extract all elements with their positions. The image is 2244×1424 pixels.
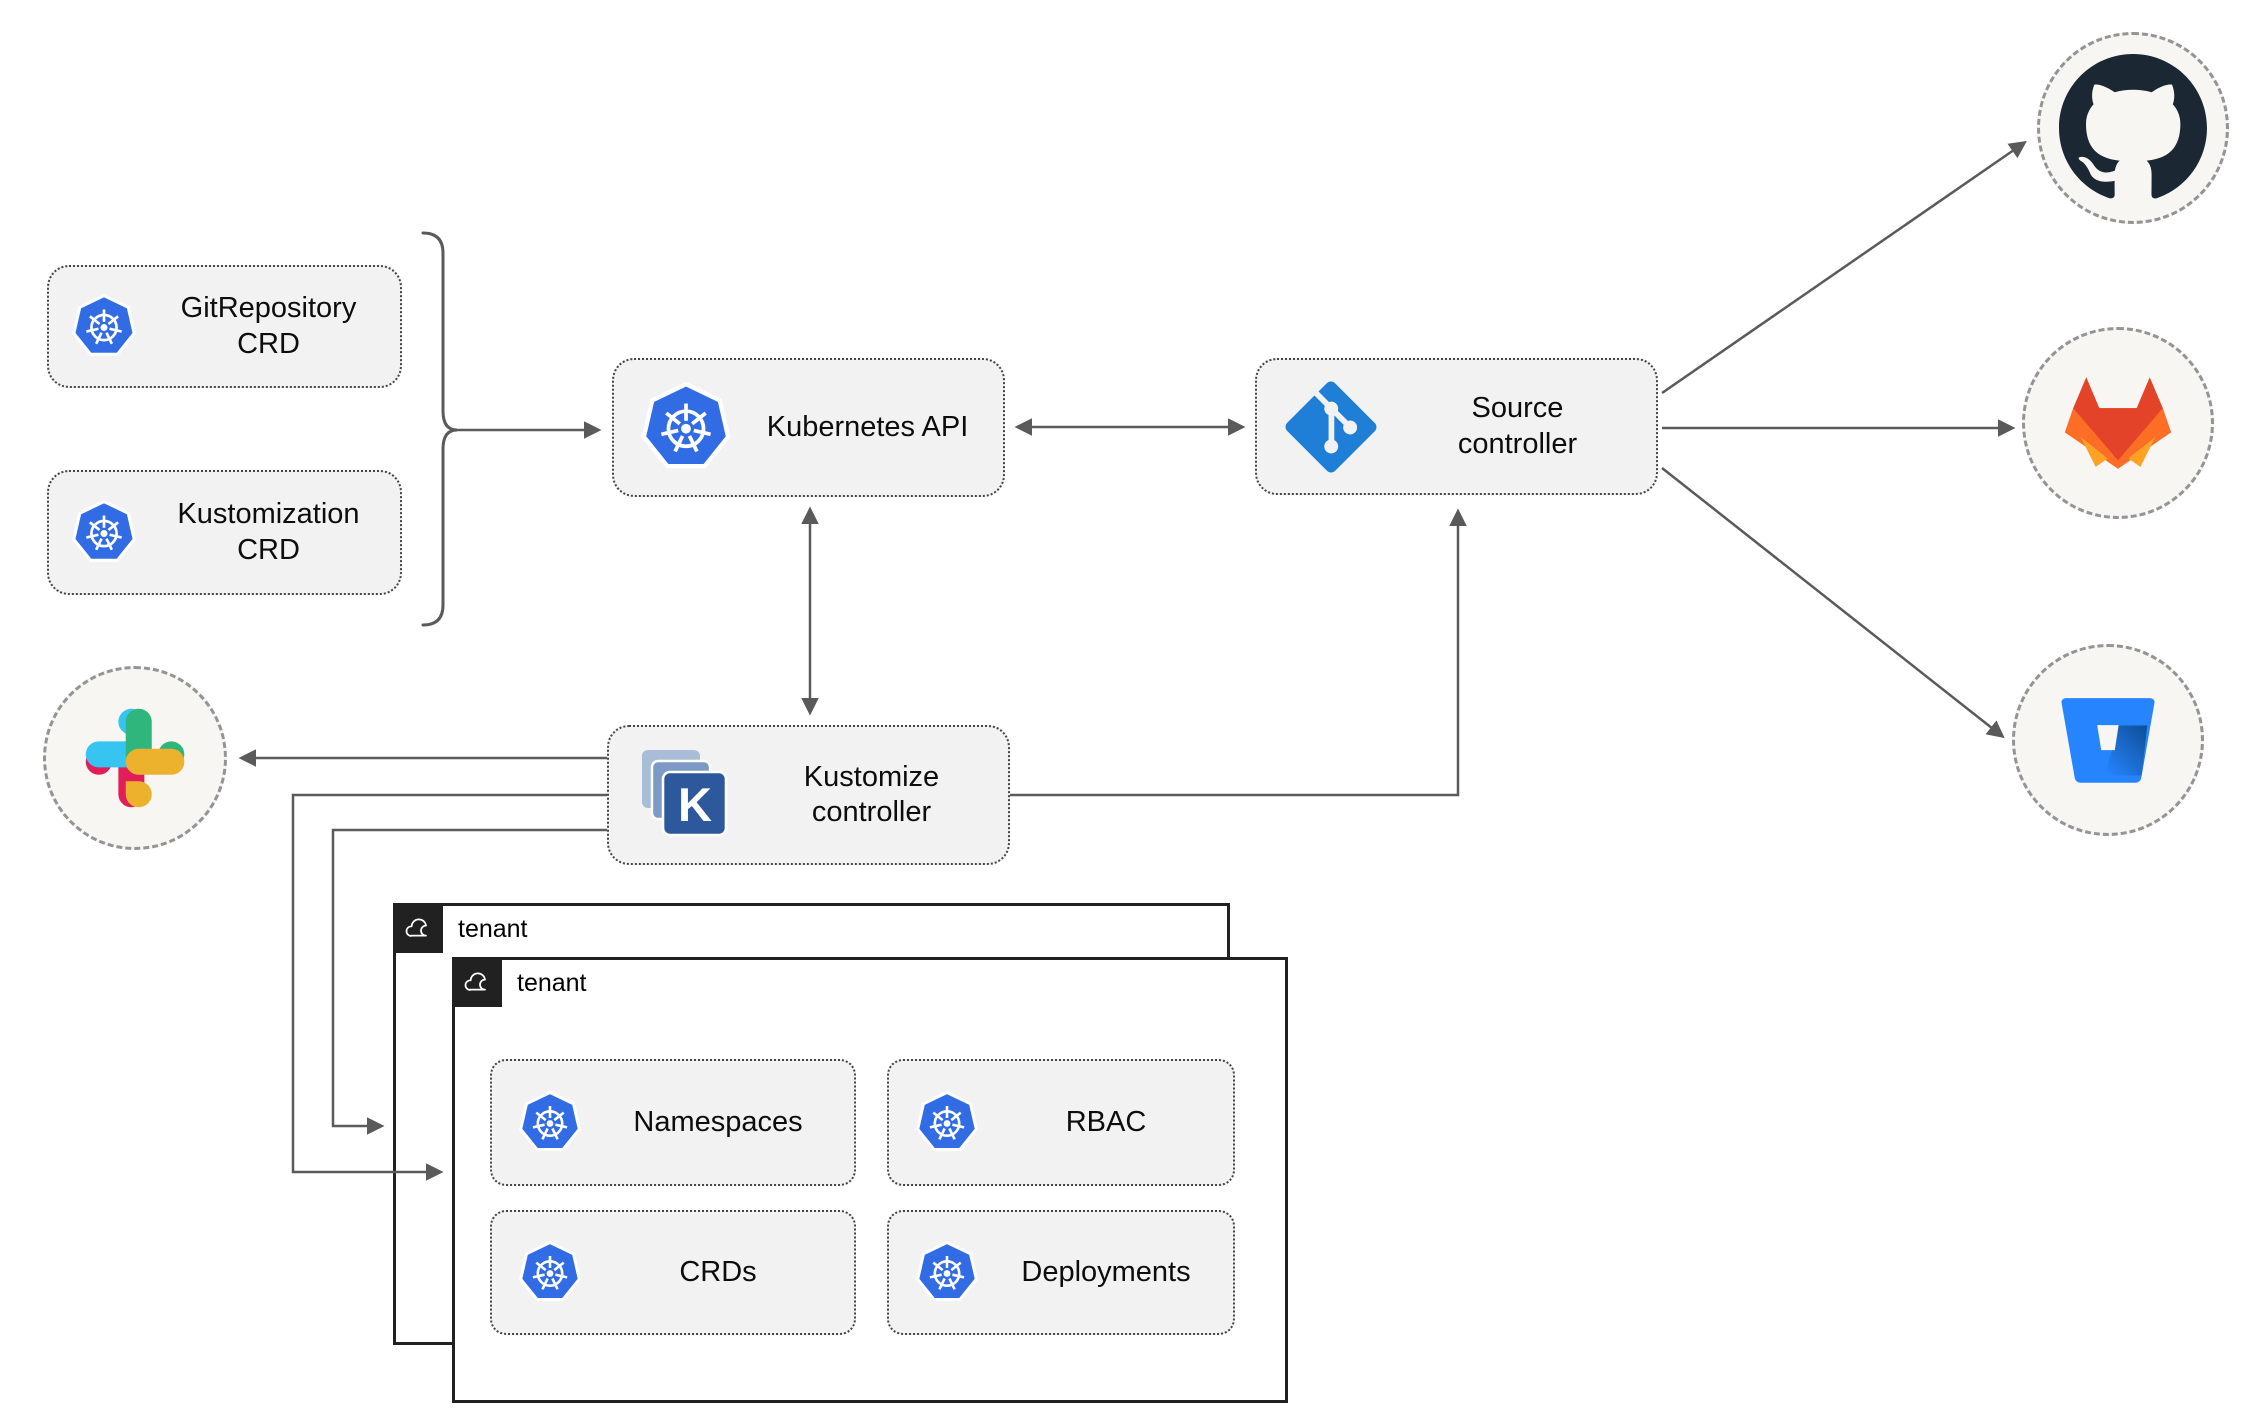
node-label-text: GitRepository CRD (180, 292, 357, 360)
kubernetes-icon (518, 1241, 582, 1305)
node-label: Kustomization CRD (137, 497, 400, 568)
kubernetes-icon (915, 1091, 979, 1155)
tenant-container-front: tenant Namespaces RBAC CRDs Deployments (452, 957, 1288, 1403)
node-label: CRDs (679, 1256, 757, 1288)
node-crds: CRDs (490, 1210, 856, 1335)
git-icon (1283, 379, 1379, 475)
cloud-icon (452, 957, 502, 1007)
node-label: Namespaces (633, 1106, 803, 1138)
kustomize-icon: K (635, 745, 735, 845)
node-label-text: Kustomization CRD (177, 498, 360, 566)
node-label-text: Source controller (1457, 392, 1578, 460)
node-kustomize-controller: K Kustomize controller (607, 725, 1010, 865)
kustomize-icon-letter: K (678, 778, 712, 831)
node-deployments: Deployments (887, 1210, 1235, 1335)
bitbucket-node (2012, 644, 2204, 836)
node-source-controller: Source controller (1255, 358, 1658, 495)
kubernetes-icon (640, 382, 732, 474)
tenant-label: tenant (458, 915, 528, 943)
node-namespaces: Namespaces (490, 1059, 856, 1186)
kubernetes-icon (518, 1091, 582, 1155)
node-kubernetes-api: Kubernetes API (612, 358, 1005, 497)
crd-group-bracket (421, 231, 458, 627)
node-kustomization-crd: Kustomization CRD (47, 470, 402, 595)
kubernetes-icon (71, 500, 137, 566)
edge-source-controller-bitbucket (1661, 467, 2005, 739)
edge-kustomize-controller-source-controller (1010, 508, 1467, 797)
edge-source-controller-github (1661, 141, 2027, 395)
github-node (2037, 32, 2229, 224)
node-label: Kubernetes API (732, 410, 1003, 445)
kubernetes-icon (71, 294, 137, 360)
slack-node (43, 666, 227, 850)
node-label: Deployments (1021, 1256, 1191, 1288)
gitlab-node (2022, 327, 2214, 519)
kubernetes-icon (915, 1241, 979, 1305)
node-label: GitRepository CRD (137, 291, 400, 362)
node-label-text: Kustomize controller (803, 760, 940, 828)
node-label: RBAC (1065, 1106, 1147, 1138)
node-label: Kustomize controller (735, 760, 1008, 831)
gitlab-icon (2062, 374, 2174, 472)
node-label: Source controller (1379, 391, 1656, 462)
node-rbac: RBAC (887, 1059, 1235, 1186)
tenant-label: tenant (517, 969, 587, 997)
node-gitrepository-crd: GitRepository CRD (47, 265, 402, 388)
node-label-text: Kubernetes API (766, 410, 969, 443)
cloud-icon (393, 903, 443, 953)
slack-icon (83, 706, 187, 810)
github-icon (2059, 54, 2207, 202)
bitbucket-icon (2055, 690, 2161, 790)
